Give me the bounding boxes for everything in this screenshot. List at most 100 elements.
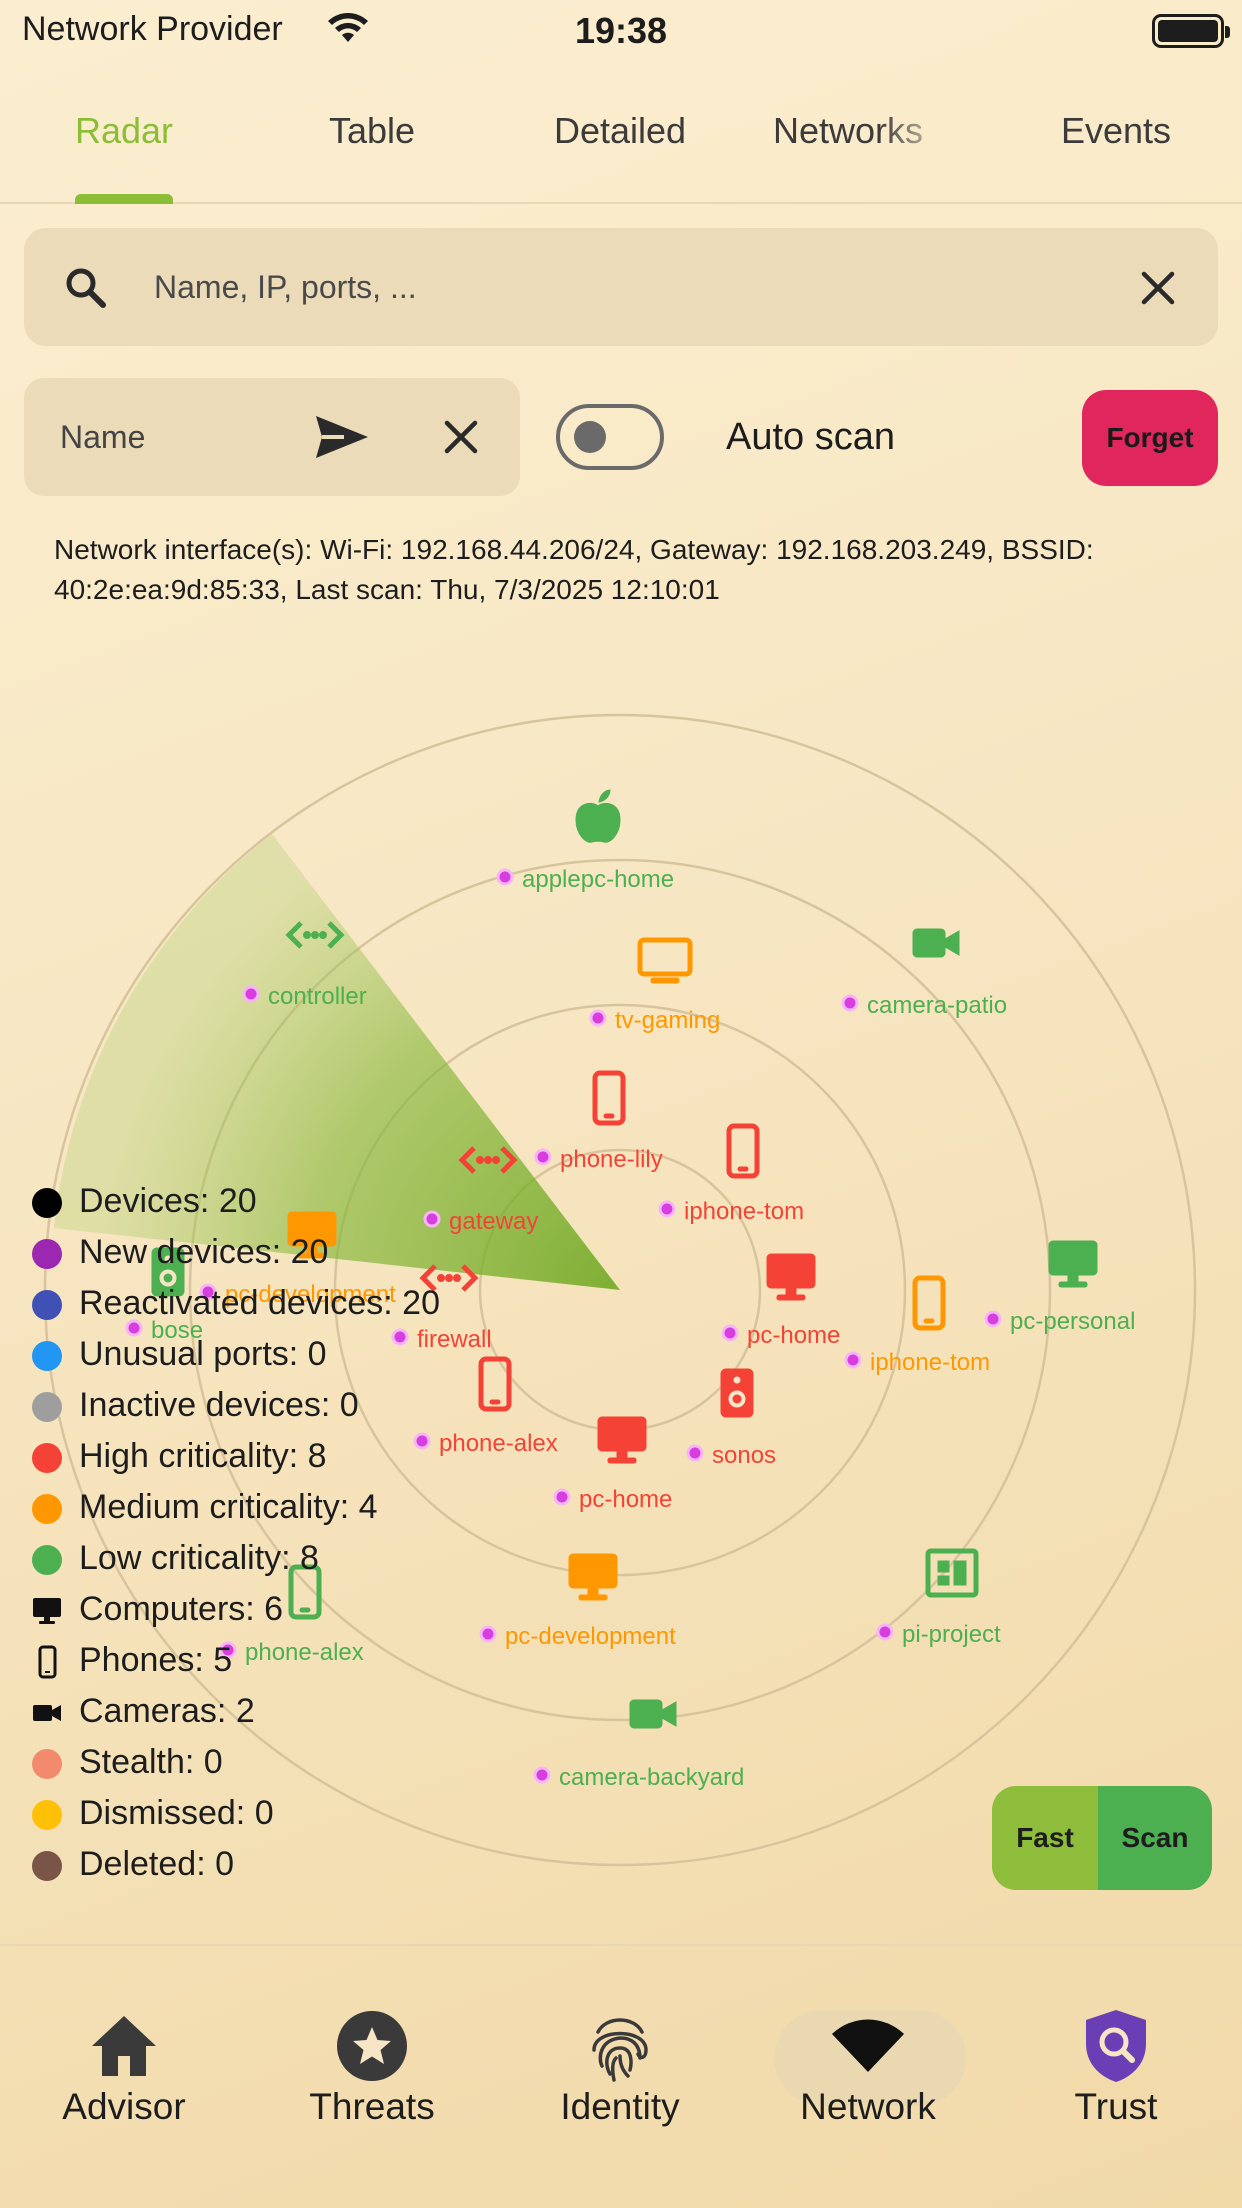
nav-trust[interactable]: Trust — [992, 1986, 1240, 2166]
device-label: tv-gaming — [615, 1007, 720, 1034]
device-label: iphone-tom — [870, 1349, 990, 1376]
radar-device[interactable]: sonos — [686, 1368, 776, 1469]
legend-text: Computers: 6 — [79, 1590, 284, 1628]
nav-label: Advisor — [62, 2086, 186, 2127]
home-icon — [92, 2016, 156, 2076]
legend-text: New devices: 20 — [79, 1233, 329, 1271]
active-tab-indicator — [75, 194, 173, 204]
new-device-dot — [219, 1641, 237, 1659]
fast-scan-button[interactable]: Fast — [992, 1786, 1098, 1890]
new-device-dot — [844, 1351, 862, 1369]
search-input[interactable] — [154, 260, 1114, 314]
legend-swatch — [32, 1239, 62, 1269]
forget-button[interactable]: Forget — [1082, 390, 1218, 486]
device-label: iphone-tom — [684, 1198, 804, 1225]
radar-device[interactable]: camera-backyard — [533, 1699, 744, 1791]
nav-identity[interactable]: Identity — [496, 1986, 744, 2166]
device-label: applepc-home — [522, 866, 674, 893]
computer-icon — [597, 1416, 647, 1464]
new-device-dot — [841, 994, 859, 1012]
scan-button[interactable]: Scan — [1098, 1786, 1212, 1890]
device-label: pi-project — [902, 1621, 1001, 1648]
radar-device[interactable]: iphone-tom — [844, 1278, 990, 1376]
new-device-dot — [553, 1488, 571, 1506]
clear-filter-icon[interactable] — [442, 418, 480, 456]
device-label: pc-development — [505, 1623, 676, 1650]
device-label: pc-development — [225, 1281, 396, 1308]
tab-table[interactable]: Table — [328, 110, 416, 151]
tab-detailed[interactable]: Detailed — [553, 110, 687, 151]
nav-advisor[interactable]: Advisor — [0, 1986, 248, 2166]
radar-device[interactable]: pc-home — [553, 1416, 672, 1513]
radar-device[interactable]: pc-personal — [984, 1240, 1135, 1335]
radar-device[interactable]: pc-development — [479, 1553, 676, 1650]
device-label: phone-alex — [439, 1430, 558, 1457]
legend-text: Devices: 20 — [79, 1182, 257, 1220]
phone-icon — [915, 1278, 943, 1328]
legend-swatch — [32, 1290, 62, 1320]
clear-search-icon[interactable] — [1138, 268, 1178, 308]
legend-text: Medium criticality: 4 — [79, 1488, 378, 1526]
camera-icon — [629, 1699, 677, 1729]
device-label: bose — [151, 1317, 203, 1344]
legend-text: Dismissed: 0 — [79, 1794, 274, 1832]
device-label: pc-home — [579, 1486, 672, 1513]
radar-device[interactable]: bose — [125, 1247, 203, 1344]
new-device-dot — [984, 1310, 1002, 1328]
device-label: camera-backyard — [559, 1764, 744, 1791]
star-badge-icon — [337, 2011, 407, 2081]
device-label: phone-lily — [560, 1146, 663, 1173]
legend-text: Deleted: 0 — [79, 1845, 234, 1883]
radar-device[interactable]: phone-alex — [413, 1359, 558, 1457]
radar-device[interactable]: firewall — [391, 1266, 492, 1353]
radar-sweep — [54, 834, 620, 1290]
tab-radar[interactable]: Radar — [74, 110, 174, 151]
tab-networks[interactable]: Networks — [772, 110, 924, 151]
new-device-dot — [534, 1148, 552, 1166]
new-device-dot — [423, 1210, 441, 1228]
phone-icon — [38, 1645, 57, 1679]
radar-device[interactable]: camera-patio — [841, 928, 1007, 1019]
nav-threats[interactable]: Threats — [248, 1986, 496, 2166]
phone-icon — [729, 1126, 757, 1176]
new-device-dot — [125, 1319, 143, 1337]
legend-swatch — [32, 1851, 62, 1881]
camera-icon — [33, 1705, 61, 1721]
tab-events[interactable]: Events — [1060, 110, 1172, 151]
legend-text: Cameras: 2 — [79, 1692, 255, 1730]
new-device-dot — [533, 1766, 551, 1784]
nav-label: Threats — [309, 2086, 435, 2127]
send-icon[interactable] — [314, 414, 370, 460]
apple-icon — [575, 789, 621, 843]
fingerprint-icon — [592, 2018, 648, 2082]
auto-scan-toggle[interactable] — [556, 404, 664, 470]
radar-device[interactable]: tv-gaming — [589, 940, 720, 1034]
radar-device[interactable]: iphone-tom — [658, 1126, 804, 1225]
radar-device[interactable]: controller — [242, 923, 367, 1010]
radar-device[interactable]: pc-home — [721, 1253, 840, 1349]
scan-buttons: Fast Scan — [992, 1786, 1212, 1890]
radar-device[interactable]: applepc-home — [496, 789, 674, 893]
radar-device[interactable]: phone-alex — [219, 1567, 364, 1666]
nav-network[interactable]: Network — [744, 1986, 992, 2166]
radar-device[interactable]: pc-development — [199, 1211, 396, 1308]
legend-swatch — [32, 1188, 62, 1218]
name-filter-input[interactable] — [60, 410, 310, 464]
computer-icon — [33, 1598, 61, 1624]
radar-device[interactable]: gateway — [423, 1148, 538, 1235]
device-label: gateway — [449, 1208, 538, 1235]
search-bar — [24, 228, 1218, 346]
network-info: Network interface(s): Wi-Fi: 192.168.44.… — [54, 534, 1094, 605]
radar-device[interactable]: phone-lily — [534, 1073, 663, 1173]
device-label: camera-patio — [867, 992, 1007, 1019]
device-label: firewall — [417, 1326, 492, 1353]
wifi-icon — [832, 2019, 904, 2072]
device-label: controller — [268, 983, 367, 1010]
legend-text: Reactivated devices: 20 — [79, 1284, 440, 1322]
legend-swatch — [32, 1392, 62, 1422]
computer-icon — [568, 1553, 618, 1601]
nav-label: Identity — [560, 2086, 680, 2127]
wifi-status-icon — [328, 13, 368, 42]
new-device-dot — [686, 1444, 704, 1462]
radar-device[interactable]: pi-project — [876, 1551, 1001, 1648]
